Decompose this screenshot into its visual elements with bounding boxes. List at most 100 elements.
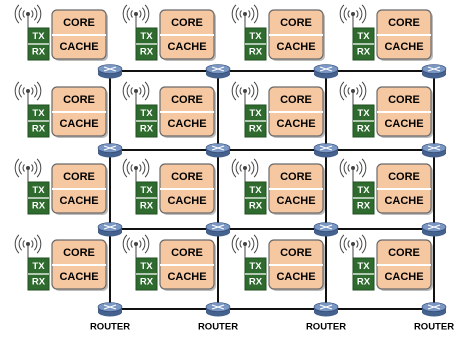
- transceiver: TX RX: [135, 257, 158, 291]
- core-label: CORE: [388, 94, 420, 106]
- tile-grid: TX RX CORE CACHE TX RX CORE CACHE TX RX CORE CACHE T…: [14, 4, 433, 291]
- tile: TX RX CORE CACHE: [122, 234, 216, 291]
- cache-label: CACHE: [384, 41, 423, 53]
- tx-label: TX: [32, 31, 45, 42]
- antenna-icon: [339, 158, 367, 182]
- tx-label: TX: [249, 185, 262, 196]
- core-label: CORE: [171, 171, 203, 183]
- tile: TX RX CORE CACHE: [14, 4, 108, 61]
- core-cache-block: CORE CACHE: [268, 163, 325, 215]
- core-cache-block: CORE CACHE: [159, 163, 216, 215]
- core-label: CORE: [280, 171, 312, 183]
- cache-label: CACHE: [59, 41, 98, 53]
- transceiver: TX RX: [27, 181, 50, 215]
- tx-label: TX: [32, 108, 45, 119]
- cache-label: CACHE: [167, 41, 206, 53]
- router-icon: [97, 302, 123, 317]
- rx-label: RX: [140, 47, 154, 58]
- transceiver: TX RX: [27, 27, 50, 61]
- cache-label: CACHE: [276, 118, 315, 130]
- tx-label: TX: [140, 108, 153, 119]
- tx-label: TX: [140, 261, 153, 272]
- router-grid: [97, 64, 447, 317]
- tx-label: TX: [357, 31, 370, 42]
- rx-label: RX: [32, 47, 46, 58]
- rx-label: RX: [357, 201, 371, 212]
- core-cache-block: CORE CACHE: [159, 239, 216, 291]
- transceiver: TX RX: [244, 181, 267, 215]
- antenna-icon: [339, 4, 367, 28]
- tx-label: TX: [32, 185, 45, 196]
- core-label: CORE: [280, 94, 312, 106]
- antenna-icon: [231, 4, 259, 28]
- cache-label: CACHE: [384, 271, 423, 283]
- tx-label: TX: [357, 185, 370, 196]
- cache-label: CACHE: [276, 195, 315, 207]
- core-label: CORE: [388, 247, 420, 259]
- router-labels: ROUTER ROUTER ROUTER ROUTER: [90, 322, 454, 333]
- core-label: CORE: [63, 94, 95, 106]
- core-label: CORE: [63, 17, 95, 29]
- router-icon: [313, 143, 339, 158]
- router-icon: [205, 64, 231, 79]
- core-label: CORE: [63, 171, 95, 183]
- rx-label: RX: [249, 47, 263, 58]
- core-label: CORE: [63, 247, 95, 259]
- router-icon: [205, 222, 231, 237]
- cache-label: CACHE: [167, 118, 206, 130]
- router-icon: [313, 222, 339, 237]
- core-label: CORE: [171, 17, 203, 29]
- tx-label: TX: [357, 108, 370, 119]
- antenna-icon: [14, 158, 42, 182]
- cache-label: CACHE: [167, 271, 206, 283]
- core-cache-block: CORE CACHE: [159, 9, 216, 61]
- transceiver: TX RX: [352, 27, 375, 61]
- core-cache-block: CORE CACHE: [268, 86, 325, 138]
- router-label: ROUTER: [414, 322, 454, 333]
- core-label: CORE: [280, 17, 312, 29]
- router-label: ROUTER: [90, 322, 130, 333]
- rx-label: RX: [32, 201, 46, 212]
- transceiver: TX RX: [244, 27, 267, 61]
- router-label: ROUTER: [198, 322, 238, 333]
- cache-label: CACHE: [167, 195, 206, 207]
- router-icon: [313, 64, 339, 79]
- tx-label: TX: [249, 31, 262, 42]
- rx-label: RX: [249, 277, 263, 288]
- router-label: ROUTER: [306, 322, 346, 333]
- core-cache-block: CORE CACHE: [268, 239, 325, 291]
- rx-label: RX: [357, 47, 371, 58]
- cache-label: CACHE: [384, 118, 423, 130]
- rx-label: RX: [140, 277, 154, 288]
- antenna-icon: [231, 81, 259, 105]
- core-label: CORE: [171, 247, 203, 259]
- antenna-icon: [122, 4, 150, 28]
- core-cache-block: CORE CACHE: [376, 239, 433, 291]
- router-icon: [97, 64, 123, 79]
- core-label: CORE: [280, 247, 312, 259]
- rx-label: RX: [249, 201, 263, 212]
- antenna-icon: [122, 158, 150, 182]
- cache-label: CACHE: [59, 118, 98, 130]
- cache-label: CACHE: [276, 271, 315, 283]
- router-icon: [97, 222, 123, 237]
